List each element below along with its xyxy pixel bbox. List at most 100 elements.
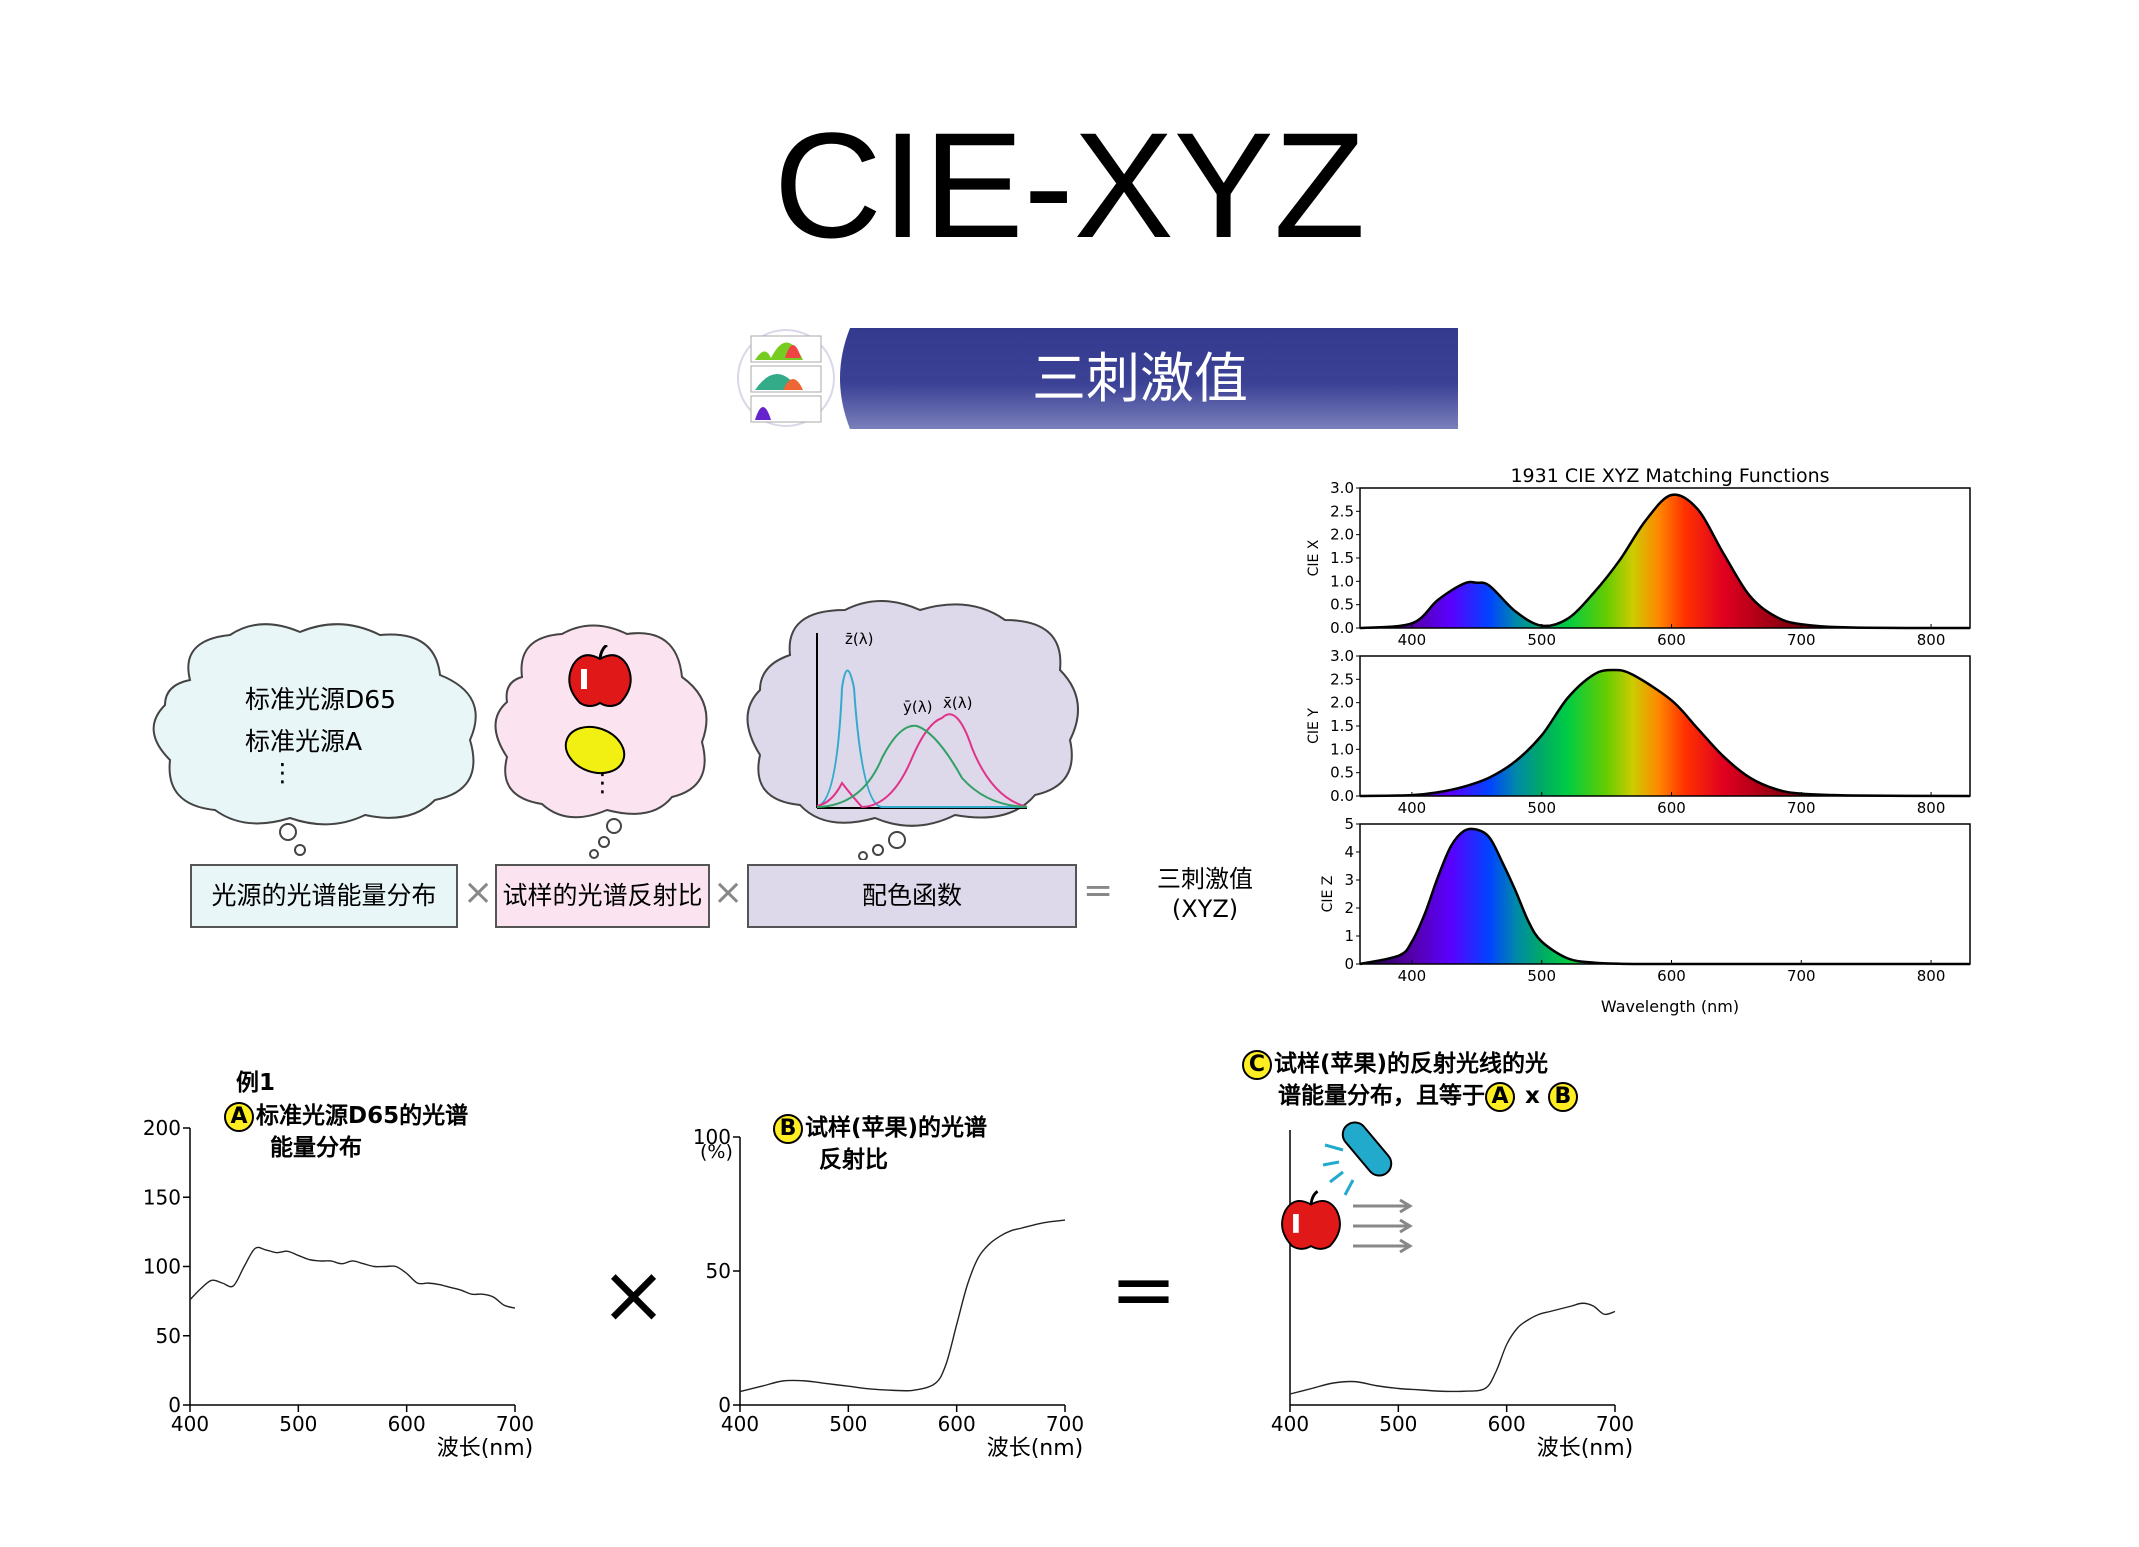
matching-ytick-label-1-2: 1.0 — [1330, 740, 1354, 758]
cmf-z-label: z̄(λ) — [845, 630, 874, 648]
equals-operator: = — [1110, 1243, 1178, 1336]
matching-curve-1 — [1359, 668, 1971, 798]
annotation-b-line2: 反射比 — [819, 1147, 888, 1173]
matching-ytick-label-2-2: 2 — [1344, 899, 1354, 917]
matching-chart-xlabel: Wavelength (nm) — [1601, 997, 1739, 1016]
annotation-c-line1: 试样(苹果)的反射光线的光 — [1274, 1051, 1549, 1077]
matching-fill-0 — [1360, 494, 1970, 628]
ex-a-xtick-label-1: 500 — [279, 1412, 317, 1436]
banner-bar — [840, 328, 1458, 429]
ex-c-xtick-label-0: 400 — [1271, 1412, 1309, 1436]
matching-ytick-label-0-6: 3.0 — [1330, 479, 1354, 497]
matching-functions-chart: 1931 CIE XYZ Matching Functions 0.0 0.5 1.… — [1306, 465, 1971, 1016]
matching-ylabel-2: CIE Z — [1320, 876, 1336, 913]
ex-c-xtick-label-2: 600 — [1488, 1412, 1526, 1436]
ex-a-ytick-label-2: 100 — [143, 1255, 181, 1279]
ex-a-ytick-label-4: 200 — [143, 1116, 181, 1140]
ex-c-line — [1289, 1302, 1616, 1395]
apple-reflect-icon — [1281, 1190, 1341, 1250]
matching-fill-1 — [1360, 669, 1970, 796]
matching-ytick-label-0-1: 0.5 — [1330, 596, 1354, 614]
matching-xtick-label-0-3: 700 — [1787, 631, 1816, 649]
ex-a-xtick-label-2: 600 — [388, 1412, 426, 1436]
matching-xtick-label-1-3: 700 — [1787, 799, 1816, 817]
formula-illuminant-box: 光源的光谱能量分布 — [190, 864, 458, 928]
matching-ytick-label-0-2: 1.0 — [1330, 572, 1354, 590]
badge-a: A — [224, 1101, 254, 1132]
matching-ytick-label-0-3: 1.5 — [1330, 549, 1354, 567]
formula-cmf-box: 配色函数 — [747, 864, 1077, 928]
reflection-arrows-icon — [1353, 1198, 1413, 1254]
ex-b-ytick-label-1: 50 — [706, 1259, 731, 1283]
annotation-b-line1: 试样(苹果)的光谱 — [805, 1115, 988, 1141]
reflectance-unit-label: (%) — [700, 1141, 733, 1163]
badge-b: B — [773, 1113, 803, 1144]
matching-xtick-label-2-3: 700 — [1787, 967, 1816, 985]
formula-times-1: × — [463, 872, 494, 913]
slide-title: CIE-XYZ — [773, 101, 1366, 269]
badge-c-a: A — [1485, 1081, 1515, 1112]
matching-ytick-label-2-4: 4 — [1344, 843, 1354, 861]
matching-ytick-label-2-1: 1 — [1344, 927, 1354, 945]
sample-cloud — [494, 624, 708, 859]
matching-xtick-label-1-2: 600 — [1657, 799, 1686, 817]
matching-xtick-label-1-4: 800 — [1917, 799, 1946, 817]
formula-equals: = — [1083, 870, 1114, 911]
lemon-icon — [564, 725, 626, 775]
formula-sample-box: 试样的光谱反射比 — [495, 864, 710, 928]
cmf-mini-chart — [816, 633, 1028, 809]
matching-curve-0 — [1359, 493, 1971, 630]
matching-ytick-label-2-3: 3 — [1344, 871, 1354, 889]
matching-ytick-label-1-6: 3.0 — [1330, 647, 1354, 665]
matching-ytick-label-2-5: 5 — [1344, 815, 1354, 833]
ex-a-xtick-label-3: 700 — [496, 1412, 534, 1436]
ex-a-ytick-label-1: 50 — [156, 1324, 181, 1348]
apple-icon — [568, 645, 632, 707]
annotation-c-line2: 谱能量分布，且等于 — [1278, 1083, 1485, 1109]
matching-xtick-label-1-0: 400 — [1398, 799, 1427, 817]
lamp-icon — [1341, 1121, 1393, 1177]
ex-c-xlabel: 波长(nm) — [1537, 1436, 1634, 1460]
badge-c: C — [1242, 1049, 1272, 1080]
ex-a-ytick-label-0: 0 — [168, 1393, 181, 1417]
ex-b-xtick-label-0: 400 — [721, 1412, 759, 1436]
matching-ytick-label-0-0: 0.0 — [1330, 619, 1354, 637]
matching-frame-2 — [1359, 823, 1971, 965]
ex-a-ytick-label-3: 150 — [143, 1185, 181, 1209]
ex-b-ytick-label-2: 100 — [693, 1125, 731, 1149]
badge-c-b: B — [1547, 1081, 1578, 1112]
illuminant-more-dots: ⋮ — [270, 758, 295, 787]
times-operator: × — [600, 1248, 668, 1341]
ex-c-xtick-label-1: 500 — [1379, 1412, 1417, 1436]
illuminant-a-label: 标准光源A — [245, 727, 363, 756]
matching-xtick-label-2-1: 500 — [1527, 967, 1556, 985]
banner-title: 三刺激值 — [1032, 347, 1248, 410]
ex-b-xtick-label-2: 600 — [938, 1412, 976, 1436]
ex-b-line — [739, 1219, 1066, 1393]
illuminant-d65-label: 标准光源D65 — [245, 685, 397, 714]
matching-xtick-label-0-4: 800 — [1917, 631, 1946, 649]
cmf-y-label: ȳ(λ) — [903, 698, 933, 716]
light-rays-icon — [1322, 1143, 1355, 1196]
matching-fill-2 — [1360, 828, 1970, 965]
formula-times-2: × — [713, 872, 744, 913]
ex-c-xtick-label-3: 700 — [1596, 1412, 1634, 1436]
ex-a-xlabel: 波长(nm) — [437, 1436, 534, 1460]
annotation-a-line1: 标准光源D65的光谱 — [256, 1103, 469, 1129]
formula-result: 三刺激值 (XYZ) — [1145, 864, 1265, 924]
matching-ylabel-1: CIE Y — [1306, 708, 1322, 744]
matching-xtick-label-1-1: 500 — [1527, 799, 1556, 817]
matching-chart-title: 1931 CIE XYZ Matching Functions — [1510, 465, 1829, 487]
matching-xtick-label-0-1: 500 — [1527, 631, 1556, 649]
cmf-cloud — [746, 600, 1079, 860]
matching-xtick-label-2-2: 600 — [1657, 967, 1686, 985]
cmf-x-label: x̄(λ) — [943, 694, 973, 712]
ex-a-xtick-label-0: 400 — [171, 1412, 209, 1436]
matching-ylabel-0: CIE X — [1306, 539, 1322, 576]
